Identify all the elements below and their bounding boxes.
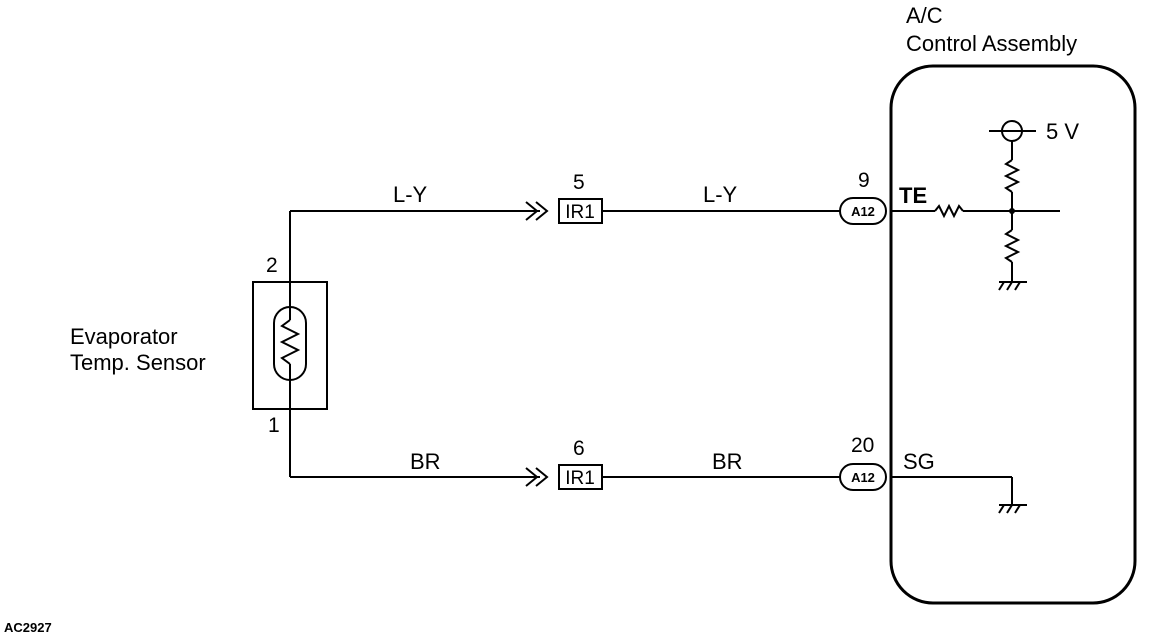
lower-connector-arrow-icon bbox=[525, 467, 549, 487]
thermistor-zigzag bbox=[279, 319, 301, 365]
upper-ecu-connector-label: A12 bbox=[851, 204, 875, 219]
sensor-name-line1: Evaporator bbox=[70, 324, 178, 349]
upper-junction-label: IR1 bbox=[565, 202, 595, 223]
lower-junction-pin: 6 bbox=[573, 437, 585, 460]
supply-label: 5 V bbox=[1046, 119, 1079, 144]
ecu-title-line1: A/C bbox=[906, 3, 943, 28]
upper-wire-left-label: L-Y bbox=[393, 182, 428, 207]
ecu-outline bbox=[889, 64, 1137, 605]
ecu-title-line2: Control Assembly bbox=[906, 31, 1077, 56]
figure-code: AC2927 bbox=[4, 620, 52, 635]
lower-wire-right-label: BR bbox=[712, 449, 743, 474]
lower-ecu-connector bbox=[839, 463, 887, 491]
lower-ecu-pin: 20 bbox=[851, 434, 874, 457]
terminal-te: TE bbox=[899, 183, 927, 208]
upper-connector-arrow-icon bbox=[525, 201, 549, 221]
te-resistor-icon bbox=[891, 203, 964, 219]
upper-wire-right-label: L-Y bbox=[703, 182, 738, 207]
sensor-pin-bottom: 1 bbox=[268, 414, 280, 437]
lower-junction-label: IR1 bbox=[565, 468, 595, 489]
sensor-pin-top: 2 bbox=[266, 254, 278, 277]
sensor-name-line2: Temp. Sensor bbox=[70, 350, 206, 375]
lower-ecu-connector-label: A12 bbox=[851, 470, 875, 485]
terminal-sg: SG bbox=[903, 449, 935, 474]
upper-junction-pin: 5 bbox=[573, 171, 585, 194]
pull-down-resistor-icon bbox=[1003, 211, 1021, 282]
upper-ecu-connector bbox=[839, 197, 887, 225]
sg-ground-icon bbox=[998, 504, 1027, 514]
supply-5v-icon bbox=[989, 120, 1036, 211]
ground-icon bbox=[998, 281, 1027, 291]
upper-ecu-pin: 9 bbox=[858, 169, 870, 192]
lower-wire-left-label: BR bbox=[410, 449, 441, 474]
